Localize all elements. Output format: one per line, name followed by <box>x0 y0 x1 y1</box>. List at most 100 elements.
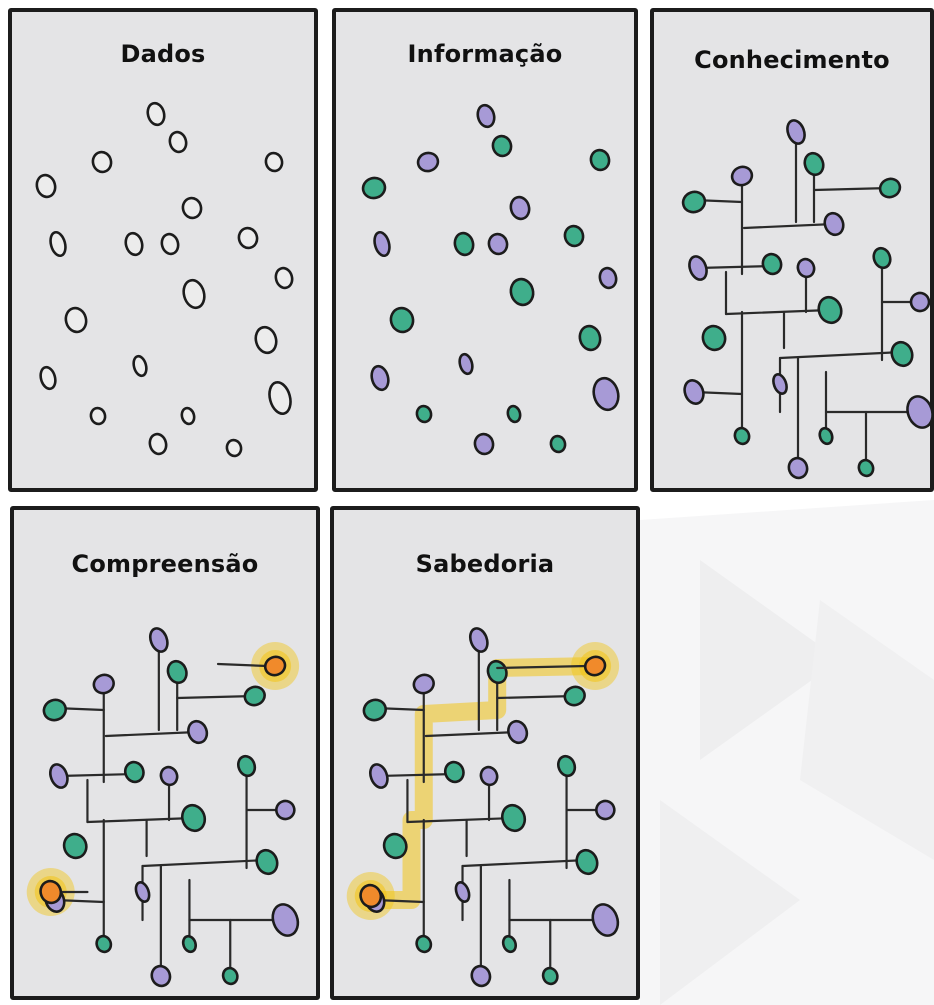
node <box>909 291 931 313</box>
node <box>160 232 180 256</box>
node <box>501 934 518 954</box>
node <box>263 655 287 677</box>
node <box>595 799 616 821</box>
node <box>476 103 496 129</box>
node <box>159 765 179 787</box>
node <box>509 195 531 221</box>
panel-conhecimento: Conhecimento <box>650 8 934 492</box>
node <box>362 698 387 722</box>
connector-line <box>496 664 589 670</box>
wisdom-diagram <box>346 627 620 988</box>
node <box>359 883 383 909</box>
node <box>563 224 585 248</box>
node <box>479 765 499 787</box>
node <box>180 803 207 833</box>
panel-dados: Dados <box>8 8 318 492</box>
node <box>64 306 88 334</box>
node <box>187 719 209 745</box>
node <box>373 230 391 258</box>
panel-compreensao: Compreensão <box>10 506 320 1000</box>
node <box>878 177 902 199</box>
node <box>486 659 508 685</box>
connector-line <box>778 350 904 360</box>
node <box>180 406 196 426</box>
node <box>796 257 816 279</box>
node <box>237 226 259 250</box>
node <box>589 148 611 172</box>
node <box>541 966 559 986</box>
node <box>506 404 522 424</box>
node <box>264 151 284 173</box>
connector-line <box>696 264 774 270</box>
data-points-diagram <box>35 101 294 458</box>
node <box>182 278 206 310</box>
understanding-diagram <box>26 627 300 988</box>
connector-line <box>86 816 195 824</box>
node <box>487 232 509 256</box>
node <box>786 119 806 145</box>
node <box>254 325 278 355</box>
connector-line <box>424 730 519 738</box>
node <box>123 760 145 784</box>
connector-line <box>57 772 136 778</box>
node <box>62 832 88 860</box>
node <box>458 352 474 376</box>
node <box>268 381 292 415</box>
panel-title: Dados <box>120 40 206 68</box>
connector-line <box>812 186 892 192</box>
node <box>415 404 433 424</box>
node <box>49 763 69 789</box>
node <box>271 903 300 937</box>
panel-informacao: Informação <box>332 8 638 492</box>
node <box>761 252 783 276</box>
node <box>683 379 705 405</box>
node <box>148 432 168 456</box>
node <box>701 324 727 352</box>
node <box>49 230 67 258</box>
node <box>168 130 188 154</box>
node <box>583 655 607 677</box>
node <box>416 151 440 173</box>
node <box>730 165 754 187</box>
node <box>91 150 113 174</box>
connector-line <box>742 222 836 230</box>
node <box>132 354 148 378</box>
node <box>591 903 620 937</box>
information-diagram <box>361 103 620 456</box>
node <box>557 754 577 778</box>
node <box>803 151 825 177</box>
node <box>890 340 914 368</box>
node <box>148 627 169 653</box>
node <box>166 659 188 685</box>
panel-title: Sabedoria <box>415 550 555 578</box>
node <box>150 964 172 988</box>
node <box>134 881 151 903</box>
connector-line <box>104 730 199 738</box>
node <box>95 934 113 954</box>
node <box>35 173 57 199</box>
node <box>389 306 415 334</box>
knowledge-diagram <box>681 119 934 480</box>
node <box>237 754 257 778</box>
connector-line <box>377 772 456 778</box>
node <box>274 266 294 290</box>
panel-title: Conhecimento <box>694 46 890 74</box>
node <box>370 364 390 392</box>
node <box>817 295 843 325</box>
connector-line <box>216 662 269 668</box>
node <box>470 964 492 988</box>
node <box>275 799 296 821</box>
node <box>787 456 809 480</box>
node <box>382 832 408 860</box>
node <box>181 196 203 220</box>
node <box>733 426 751 446</box>
connector-line <box>406 816 515 824</box>
node <box>42 698 67 722</box>
node <box>454 881 471 903</box>
node <box>578 324 602 352</box>
node <box>225 438 243 458</box>
connector-line <box>141 858 269 868</box>
node <box>243 685 266 707</box>
node <box>500 803 527 833</box>
